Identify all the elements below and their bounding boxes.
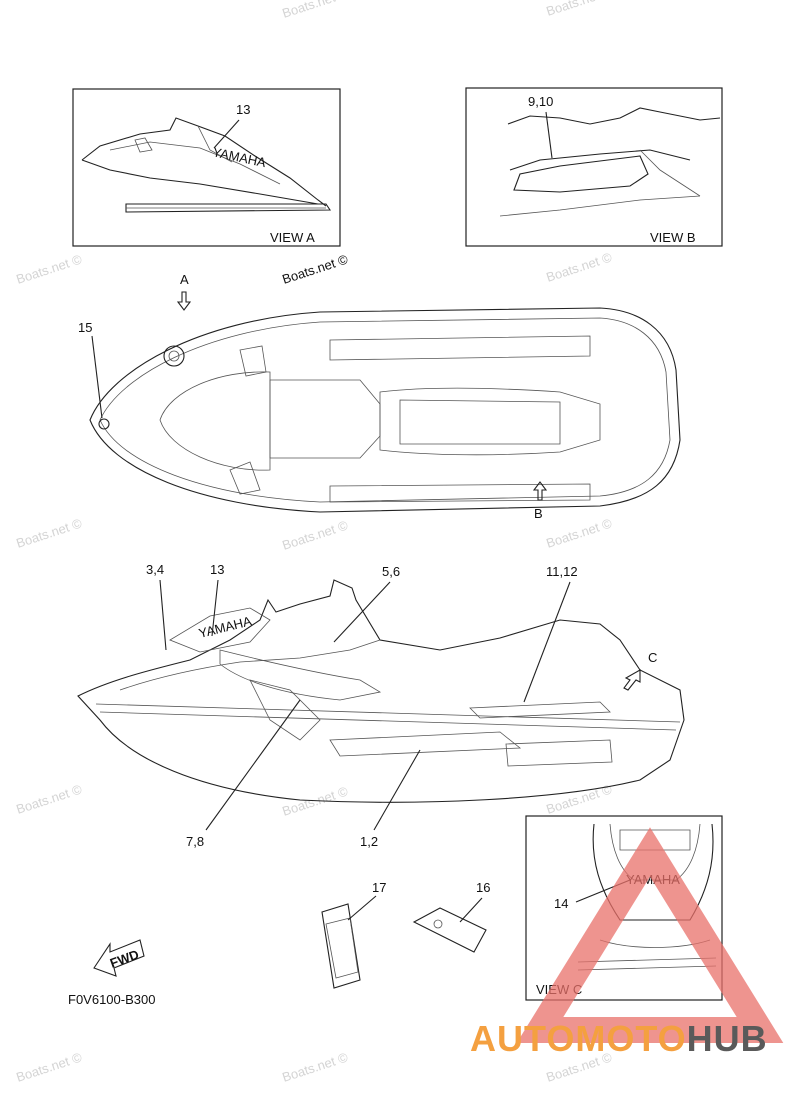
watermark: Boats.net ©: [280, 517, 350, 552]
arrow-b-label: B: [534, 506, 543, 521]
automotohub-logo-triangle: [516, 827, 784, 1043]
callout-7-8: 7,8: [186, 834, 204, 849]
arrow-c-label: C: [648, 650, 657, 665]
view-b-box: 9,10 VIEW B: [465, 87, 723, 247]
callout-16: 16: [476, 880, 490, 895]
watermark: Boats.net ©: [544, 0, 614, 19]
view-a-box: YAMAHA 13 VIEW A: [72, 88, 341, 247]
callout-9-10: 9,10: [528, 94, 553, 109]
decal-text: YAMAHA: [197, 613, 253, 641]
watermark-dark: Boats.net ©: [280, 251, 350, 286]
fwd-label: FWD: [108, 947, 141, 971]
logo-part1: AUTOMOTO: [470, 1018, 687, 1059]
watermark: Boats.net ©: [14, 1049, 84, 1084]
watermark: Boats.net ©: [280, 0, 350, 21]
watermark: Boats.net ©: [14, 781, 84, 816]
watermark: Boats.net ©: [14, 515, 84, 550]
callout-11-12: 11,12: [546, 564, 578, 579]
callout-1-2: 1,2: [360, 834, 378, 849]
view-a-label: VIEW A: [270, 230, 315, 245]
callout-17: 17: [372, 880, 386, 895]
callout-3-4: 3,4: [146, 562, 164, 577]
watermark: Boats.net ©: [544, 515, 614, 550]
arrow-a-label: A: [180, 272, 189, 287]
watermark: Boats.net ©: [14, 251, 84, 286]
callout-13-side: 13: [210, 562, 224, 577]
part-16-pouch: 16: [412, 880, 490, 953]
automotohub-logo: AUTOMOTOHUB: [470, 1018, 768, 1060]
top-view-hull: 15 A B: [78, 272, 681, 521]
callout-14: 14: [554, 896, 568, 911]
view-b-label: VIEW B: [650, 230, 696, 245]
diagram-code: F0V6100-B300: [68, 992, 155, 1007]
logo-part2: HUB: [686, 1018, 768, 1059]
part-17-card: 17: [321, 880, 386, 989]
callout-13-top: 13: [236, 102, 250, 117]
side-view-hull: YAMAHA 3,4 13 5,6 11,12 7,8 1,2 C: [77, 562, 685, 849]
watermark: Boats.net ©: [544, 249, 614, 284]
fwd-arrow: FWD: [93, 939, 145, 977]
callout-5-6: 5,6: [382, 564, 400, 579]
watermark: Boats.net ©: [544, 781, 614, 816]
callout-15: 15: [78, 320, 92, 335]
watermark: Boats.net ©: [280, 1049, 350, 1084]
